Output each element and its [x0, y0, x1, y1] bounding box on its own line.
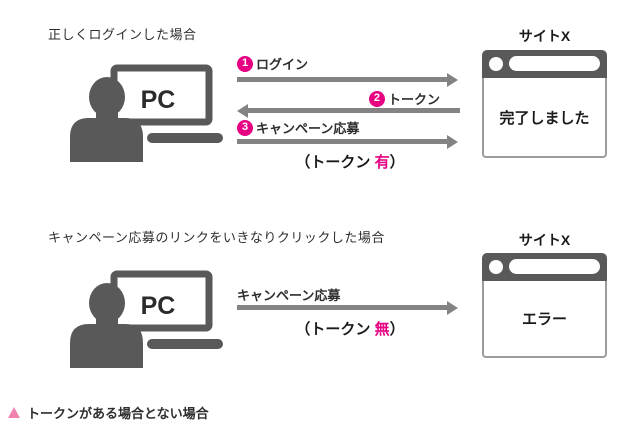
site-x-label: サイトX [518, 28, 571, 44]
token-note-absent: （トークン 無） [245, 318, 455, 339]
arrow-campaign-right [237, 134, 458, 149]
browser-circle-icon [489, 260, 503, 274]
token-note-open: （トークン [295, 321, 375, 338]
arrow-login-right [237, 72, 458, 87]
step-login: 1 ログイン [237, 54, 308, 73]
arrow-token-left [237, 103, 460, 118]
section1-title: 正しくログインした場合 [48, 27, 197, 42]
user-pc-icon: PC [70, 270, 223, 368]
step-login-label: ログイン [256, 57, 309, 72]
browser-message-error: エラー [482, 281, 607, 358]
section2-title: キャンペーン応募のリンクをいきなりクリックした場合 [48, 230, 385, 245]
step-number-badge: 2 [368, 90, 385, 107]
triangle-marker-icon [8, 407, 20, 418]
pc-label: PC [141, 86, 176, 114]
browser-addressbar [509, 56, 600, 71]
person-body-icon [70, 324, 143, 368]
person-neck-icon [96, 309, 118, 327]
pc-label: PC [141, 292, 176, 320]
token-note-open: （トークン [295, 154, 375, 171]
site-x-label: サイトX [518, 232, 571, 248]
step-campaign-label: キャンペーン応募 [256, 121, 360, 136]
token-note-close: ） [389, 321, 405, 338]
figure-caption-text: トークンがある場合とない場合 [27, 406, 209, 421]
browser-addressbar [509, 259, 600, 274]
user-pc-icon: PC [70, 64, 223, 162]
browser-window-success: 完了しました [482, 50, 607, 158]
person-body-icon [70, 118, 143, 162]
token-present-value: 有 [374, 154, 390, 171]
step-number-badge: 3 [237, 119, 253, 136]
browser-titlebar [482, 50, 607, 78]
token-absent-value: 無 [374, 321, 390, 338]
laptop-base-icon [147, 339, 223, 349]
arrow-campaign-direct-right [237, 300, 458, 315]
browser-message-success: 完了しました [482, 78, 607, 158]
figure-caption: トークンがある場合とない場合 [8, 403, 209, 422]
step-token-label: トークン [387, 92, 440, 107]
step-campaign-direct-label: キャンペーン応募 [237, 288, 341, 303]
step-number-badge: 1 [237, 55, 253, 72]
step-campaign: 3 キャンペーン応募 [237, 118, 359, 137]
person-neck-icon [96, 103, 118, 121]
laptop-base-icon [147, 133, 223, 143]
step-token: 2 トークン [368, 89, 440, 108]
browser-window-error: エラー [482, 253, 607, 358]
token-note-close: ） [389, 154, 405, 171]
step-campaign-direct: キャンペーン応募 [237, 285, 340, 304]
browser-titlebar [482, 253, 607, 281]
browser-circle-icon [489, 57, 503, 71]
token-note-present: （トークン 有） [245, 151, 455, 172]
